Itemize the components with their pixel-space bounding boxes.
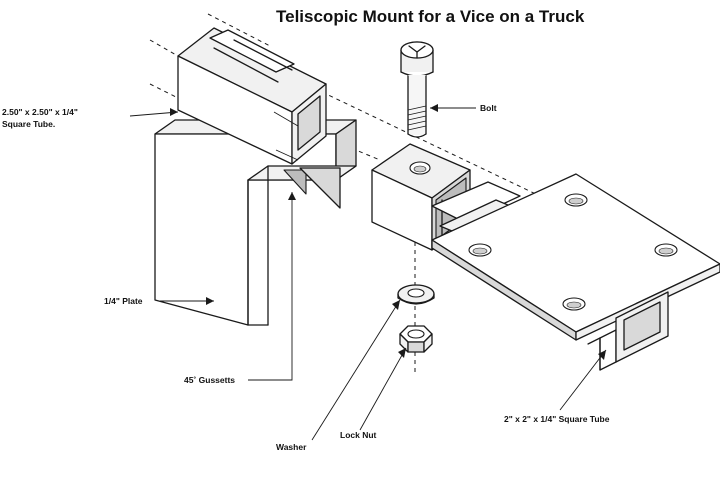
top-mount-plate xyxy=(431,173,720,341)
washer xyxy=(397,284,435,305)
diagram-title: Teliscopic Mount for a Vice on a Truck xyxy=(276,7,585,26)
label-outer-tube-size: 2.50" x 2.50" x 1/4" xyxy=(2,107,78,117)
label-outer-tube-type: Square Tube. xyxy=(2,119,55,129)
label-lock-nut: Lock Nut xyxy=(340,430,377,440)
leader-lines xyxy=(129,104,607,441)
label-inner-tube: 2" x 2" x 1/4" Square Tube xyxy=(504,414,610,424)
bolt xyxy=(400,41,434,138)
outer-square-tube xyxy=(177,27,327,165)
label-gussets: 45˚ Gussetts xyxy=(184,375,235,385)
lock-nut xyxy=(399,325,433,353)
label-washer: Washer xyxy=(276,442,307,452)
label-plate: 1/4" Plate xyxy=(104,296,143,306)
gussets xyxy=(283,167,341,209)
vertical-plate xyxy=(154,119,357,326)
label-bolt: Bolt xyxy=(480,103,497,113)
